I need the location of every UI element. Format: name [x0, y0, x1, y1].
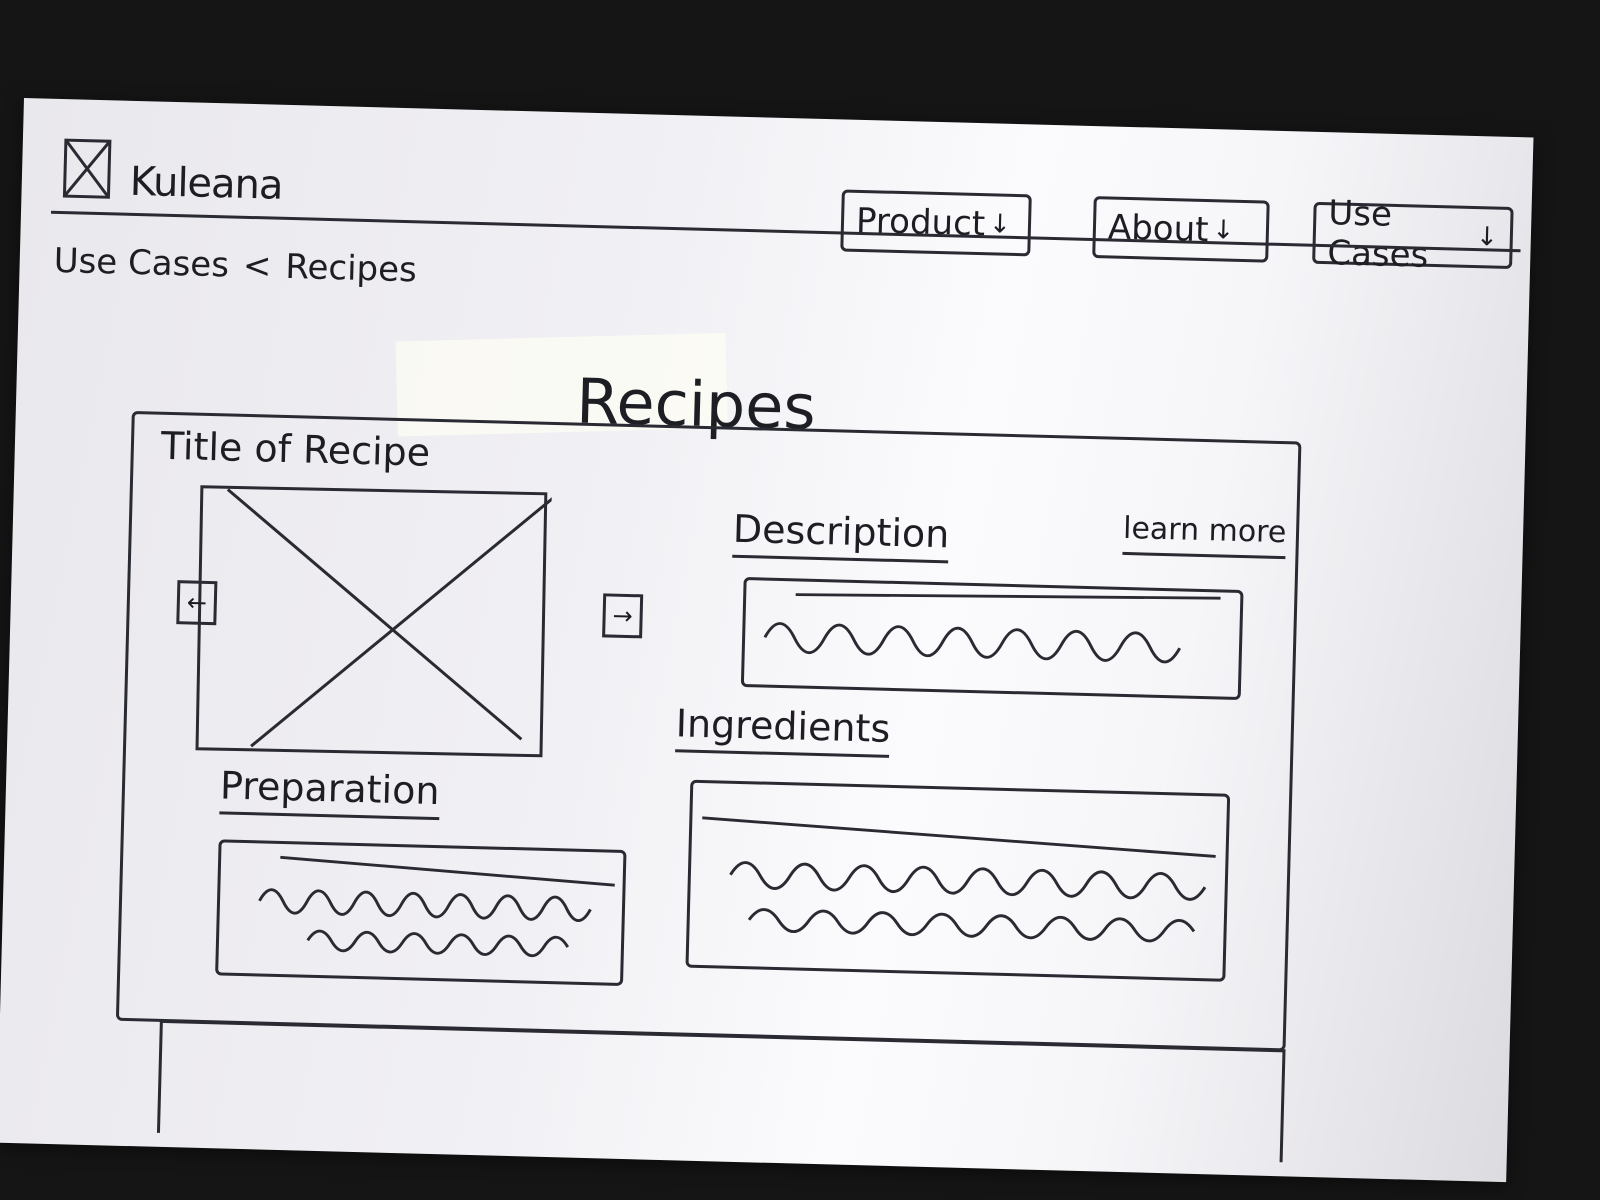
ingredients-text-block: [685, 779, 1231, 982]
ingredients-heading: Ingredients: [675, 701, 891, 758]
brand-name[interactable]: Kuleana: [129, 158, 284, 209]
nav-product-button[interactable]: Product ↓: [840, 189, 1032, 257]
logo-placeholder-icon: [61, 137, 113, 200]
breadcrumb: Use Cases < Recipes: [53, 241, 417, 290]
arrow-right-icon: →: [612, 601, 634, 631]
description-text-block: [740, 577, 1244, 701]
sketch-paper: Kuleana Product ↓ About ↓ Use Cases ↓ Us…: [0, 98, 1534, 1183]
description-heading: Description: [732, 506, 950, 564]
learn-more-link[interactable]: learn more: [1122, 510, 1287, 560]
arrow-left-icon: ←: [186, 588, 208, 617]
recipe-image-placeholder: [191, 481, 552, 762]
breadcrumb-recipes: Recipes: [284, 246, 418, 291]
image-next-button[interactable]: →: [602, 593, 644, 639]
preparation-text-block: [215, 839, 627, 986]
nav-use-cases-button[interactable]: Use Cases ↓: [1312, 193, 1514, 276]
text-placeholder-squiggle: [763, 593, 1221, 664]
breadcrumb-separator: <: [242, 245, 272, 287]
text-placeholder-squiggle: [702, 816, 1216, 943]
preparation-heading: Preparation: [219, 763, 441, 821]
breadcrumb-use-cases[interactable]: Use Cases: [53, 240, 230, 286]
nav-about-button[interactable]: About ↓: [1092, 196, 1270, 263]
recipe-title[interactable]: Title of Recipe: [160, 423, 431, 475]
text-placeholder-squiggle: [258, 855, 615, 958]
nav-use-cases-label: Use Cases: [1326, 193, 1429, 276]
image-prev-button[interactable]: ←: [176, 580, 218, 626]
